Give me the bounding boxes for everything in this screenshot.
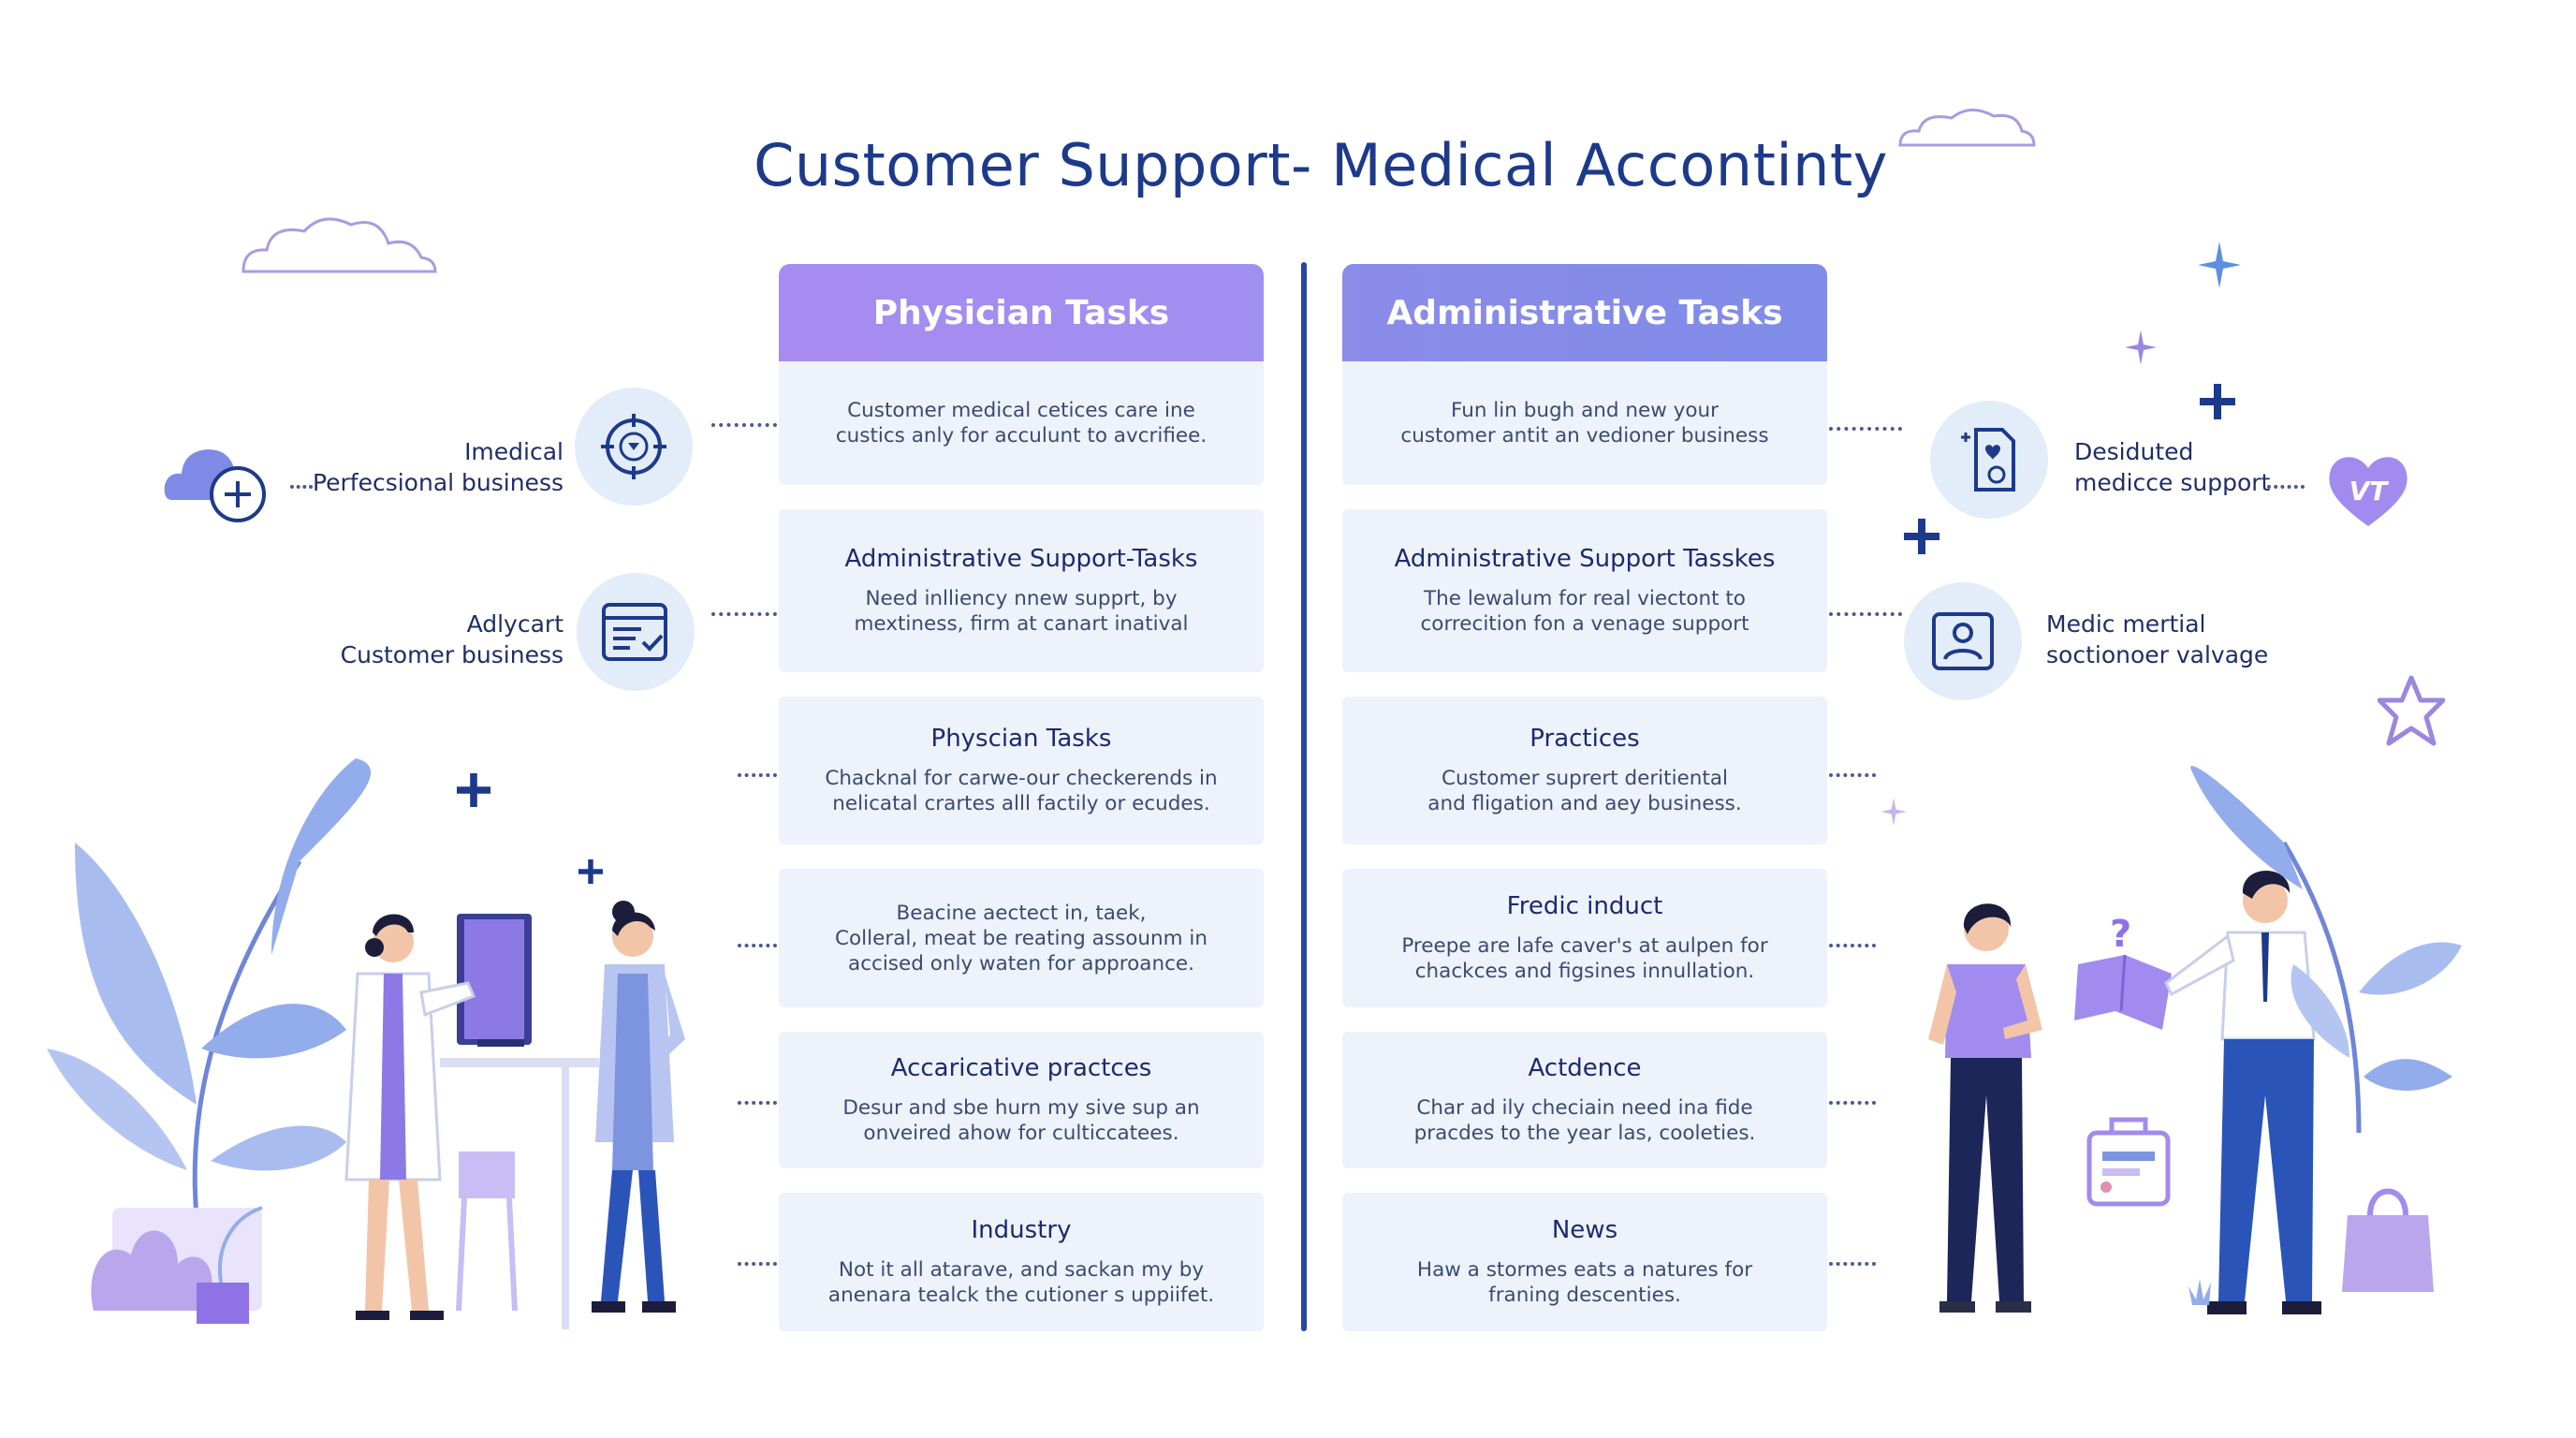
right-card-4: Fredic induct Preepe are lafe caver's at… (1342, 869, 1827, 1007)
user-card-circle (1904, 582, 2022, 700)
card-body: The lewalum for real viectont to correci… (1420, 587, 1749, 636)
connector-dots (1829, 1262, 1876, 1266)
right-card-3: Practices Customer suprert deritiental a… (1342, 697, 1827, 844)
shopping-bag-icon (2342, 1188, 2434, 1292)
card-body: Preepe are lafe caver's at aulpen for ch… (1401, 934, 1768, 983)
connector-dots (1829, 1101, 1876, 1105)
administrative-tasks-title: Administrative Tasks (1386, 293, 1783, 332)
question-mark: ? (2110, 913, 2132, 956)
target-circle (575, 388, 693, 506)
target-icon (601, 414, 666, 479)
nurse-illustration (592, 901, 685, 1313)
label-line: Perfecsional business (312, 469, 564, 496)
card-body: Not it all atarave, and sackan my by ane… (827, 1258, 1215, 1307)
administrative-tasks-header: Administrative Tasks (1342, 264, 1827, 361)
cloud-icon (242, 217, 437, 273)
plus-icon (578, 859, 603, 884)
medical-file-circle (1930, 401, 2048, 519)
label-line: Imedical (464, 438, 564, 465)
card-heading: News (1551, 1216, 1618, 1244)
right-mid-label: Medic mertial soctionoer valvage (2046, 609, 2327, 670)
left-top-label: Imedical Perfecsional business (281, 436, 564, 498)
connector-dots (738, 773, 777, 777)
heart-icon (2329, 457, 2408, 526)
card-body: Customer medical cetices care ine custic… (835, 399, 1208, 448)
connector-dots (738, 1262, 777, 1266)
right-card-2: Administrative Support Tasskes The lewal… (1342, 509, 1827, 672)
plant-illustration (47, 758, 372, 1324)
label-line: Adlycart (466, 610, 564, 638)
plant-illustration (2190, 766, 2462, 1134)
connector-dots (738, 944, 777, 947)
physician-tasks-title: Physician Tasks (872, 293, 1170, 332)
left-mid-label: Adlycart Customer business (281, 609, 564, 670)
left-card-6: Industry Not it all atarave, and sackan … (779, 1193, 1264, 1331)
page-title: Customer Support- Medical Accontinty (754, 131, 1888, 199)
card-body: Char ad ily checiain need ina fide pracd… (1413, 1096, 1756, 1145)
heart-text: VT (2349, 476, 2388, 506)
card-body: Desur and sbe hurn my sive sup an onveir… (842, 1096, 1200, 1145)
sparkle-icon (2125, 330, 2157, 365)
star-icon (2378, 675, 2445, 746)
doctor-at-computer-illustration (344, 914, 599, 1329)
left-card-3: Physcian Tasks Chacknal for carwe-our ch… (779, 697, 1264, 844)
label-line: Desiduted (2074, 438, 2194, 465)
card-heading: Administrative Support-Tasks (844, 545, 1198, 573)
connector-dots (711, 423, 777, 427)
card-heading: Practices (1530, 725, 1640, 753)
card-body: Customer suprert deritiental and fligati… (1427, 767, 1742, 815)
plus-icon (2200, 384, 2235, 419)
right-card-1: Fun lin bugh and new your customer antit… (1342, 361, 1827, 485)
document-check-icon (602, 603, 667, 661)
document-circle (577, 573, 695, 691)
user-card-icon (1932, 612, 1994, 670)
label-line: medicce support (2074, 469, 2271, 496)
right-top-label: Desiduted medicce support (2074, 436, 2318, 498)
left-card-2: Administrative Support-Tasks Need inllie… (779, 509, 1264, 672)
card-body: Haw a stormes eats a natures for franing… (1416, 1258, 1753, 1307)
right-card-6: News Haw a stormes eats a natures for fr… (1342, 1193, 1827, 1331)
cloud-icon (1898, 109, 2036, 147)
connector-dots (1829, 944, 1876, 947)
left-card-1: Customer medical cetices care ine custic… (779, 361, 1264, 485)
label-line: Customer business (340, 641, 564, 668)
briefcase-icon (2086, 1117, 2171, 1207)
plus-icon (457, 773, 490, 807)
cloud-plus-icon (164, 449, 266, 522)
card-body: Need inlliency nnew supprt, by mextiness… (854, 587, 1189, 636)
left-card-4: Beacine aectect in, taek, Colleral, meat… (779, 869, 1264, 1007)
card-heading: Physcian Tasks (930, 725, 1112, 753)
connector-dots (711, 612, 777, 616)
connector-dots (2267, 485, 2305, 489)
center-divider (1301, 262, 1307, 1331)
connector-dots (290, 485, 313, 489)
sparkle-icon (2198, 242, 2241, 288)
left-card-5: Accaricative practces Desur and sbe hurn… (779, 1032, 1264, 1168)
connector-dots (1829, 773, 1876, 777)
plus-icon (1904, 519, 1939, 554)
card-body: Fun lin bugh and new your customer antit… (1400, 399, 1769, 448)
physician-tasks-header: Physician Tasks (779, 264, 1264, 361)
label-line: Medic mertial (2046, 610, 2206, 638)
woman-illustration (1928, 903, 2042, 1313)
card-heading: Actdence (1528, 1054, 1642, 1082)
connector-dots (738, 1101, 777, 1105)
grass-icon (2188, 1279, 2211, 1305)
card-body: Chacknal for carwe-our checkerends in ne… (825, 767, 1218, 815)
connector-dots (1829, 427, 1902, 431)
right-card-5: Actdence Char ad ily checiain need ina f… (1342, 1032, 1827, 1168)
man-with-book-illustration (2074, 871, 2321, 1314)
card-heading: Industry (971, 1216, 1072, 1244)
card-body: Beacine aectect in, taek, Colleral, meat… (835, 901, 1208, 976)
card-heading: Accaricative practces (890, 1054, 1152, 1082)
connector-dots (1829, 612, 1902, 616)
label-line: soctionoer valvage (2046, 641, 2269, 668)
card-heading: Fredic induct (1506, 892, 1663, 920)
sparkle-icon (1881, 798, 1907, 826)
medical-file-icon (1961, 428, 2015, 492)
card-heading: Administrative Support Tasskes (1394, 545, 1776, 573)
